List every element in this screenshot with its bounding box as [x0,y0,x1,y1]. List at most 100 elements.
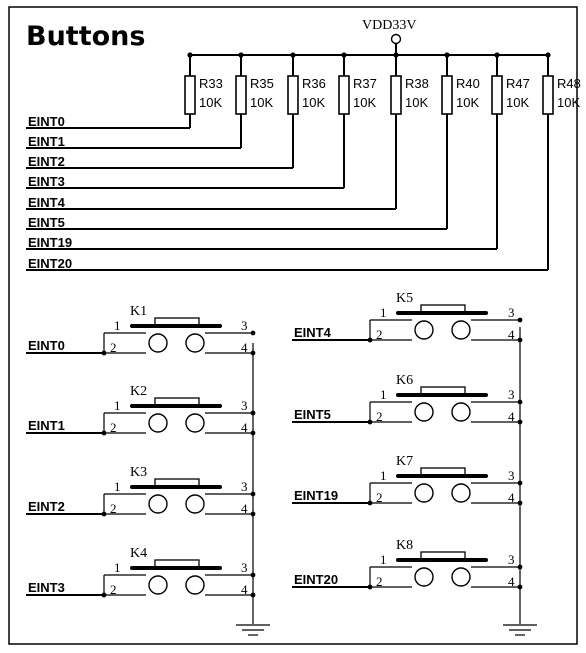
contact-left [148,413,168,433]
pin-number: 2 [376,574,383,589]
contact-right [451,483,471,503]
junction-dot [101,511,107,517]
resistor-body [338,75,350,115]
push-button-switches: K11234EINT0K21234EINT1K31234EINT2K41234E… [26,291,523,598]
pullup-resistors: R3310KR3510KR3610KR3710KR3810KR4010KR471… [184,52,581,270]
resistor-ref: R48 [557,76,581,91]
switch-net-label: EINT3 [28,580,65,595]
schematic-title: Buttons [26,21,145,52]
contact-right [185,413,205,433]
contact-right [185,575,205,595]
contact-left [148,575,168,595]
resistor-body [441,75,453,115]
pin-number: 1 [380,552,387,567]
resistor-value: 10K [506,95,529,110]
pullup-net-lines: EINT0EINT1EINT2EINT3EINT4EINT5EINT19EINT… [26,114,548,271]
pin-number: 1 [114,398,121,413]
contact-left [414,483,434,503]
pin-number: 3 [508,387,515,402]
resistor-body [390,75,402,115]
switch-net-label: EINT19 [294,488,338,503]
pin-number: 2 [110,582,117,597]
net-label: EINT2 [28,154,65,169]
net-eint20: EINT20 [26,256,548,271]
junction-dot [367,584,373,590]
junction-dot [101,350,107,356]
pin-number: 4 [508,490,515,505]
contact-right [451,402,471,422]
pin-number: 4 [508,574,515,589]
resistor-ref: R36 [302,76,326,91]
net-label: EINT4 [28,195,66,210]
resistor-value: 10K [302,95,325,110]
net-eint1: EINT1 [26,134,241,149]
ground-symbol-left [236,624,270,636]
resistor-body [235,75,247,115]
pin-number: 1 [380,468,387,483]
pin-number: 3 [241,479,248,494]
junction-dot [250,330,256,336]
pin-number: 1 [380,305,387,320]
pin-number: 2 [376,327,383,342]
pin-number: 2 [110,420,117,435]
switch-ref: K4 [130,546,147,561]
contact-right [451,567,471,587]
power-port-icon [390,33,402,45]
pin-number: 3 [241,560,248,575]
net-label: EINT19 [28,235,72,250]
contact-left [148,333,168,353]
contact-left [414,320,434,340]
resistor-value: 10K [199,95,222,110]
net-eint3: EINT3 [26,174,344,189]
pin-number: 3 [241,398,248,413]
net-label: EINT1 [28,134,65,149]
resistor-ref: R47 [506,76,530,91]
resistor-value: 10K [557,95,580,110]
pin-number: 4 [241,340,248,355]
switch-net-label: EINT5 [294,407,331,422]
resistor-ref: R37 [353,76,377,91]
junction-dot [101,430,107,436]
contact-right [185,494,205,514]
contact-left [148,494,168,514]
power-label: VDD33V [362,18,416,33]
switch-ref: K6 [396,373,413,388]
resistor-body [287,75,299,115]
pin-number: 4 [241,420,248,435]
pin-number: 3 [508,305,515,320]
resistor-value: 10K [456,95,479,110]
switch-ref: K5 [396,291,413,306]
switch-ref: K7 [396,454,413,469]
switch-net-label: EINT1 [28,418,65,433]
junction-dot [367,419,373,425]
resistor-value: 10K [353,95,376,110]
pin-number: 2 [110,340,117,355]
net-label: EINT20 [28,256,72,271]
pin-number: 4 [241,582,248,597]
junction-dot [367,337,373,343]
pin-number: 1 [114,479,121,494]
pin-number: 4 [241,501,248,516]
resistor-ref: R33 [199,76,223,91]
junction-dot [517,317,523,323]
switch-net-label: EINT4 [294,325,332,340]
pin-number: 3 [241,318,248,333]
ground-symbol-right [503,624,537,636]
contact-right [185,333,205,353]
pin-number: 4 [508,327,515,342]
resistor-value: 10K [250,95,273,110]
net-eint5: EINT5 [26,215,447,230]
resistor-ref: R35 [250,76,274,91]
